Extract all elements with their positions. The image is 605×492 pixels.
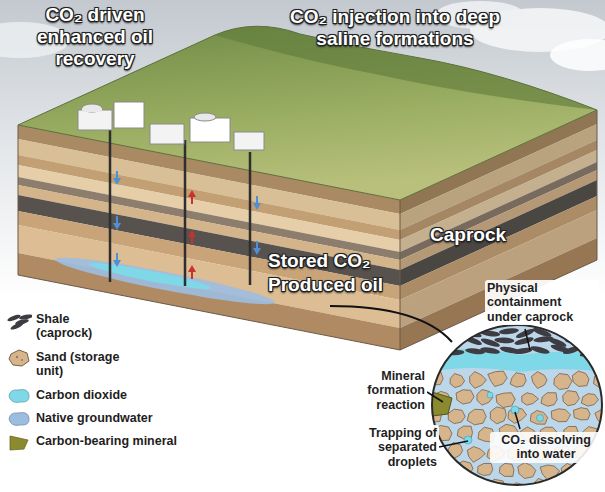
shale-flake (581, 337, 601, 344)
sand-grain (425, 482, 443, 492)
sand-grain (581, 394, 598, 406)
sand-grain (449, 482, 466, 492)
callout-label: CO₂ dissolving into water (490, 432, 602, 463)
sand-grain (563, 391, 580, 406)
shale-flake (426, 330, 447, 339)
shale-flake (494, 337, 514, 344)
sand-icon-dot (16, 356, 18, 358)
flow-arrow (188, 265, 196, 279)
pore-inset (425, 323, 605, 492)
legend-label: Carbon-bearing mineral (36, 434, 177, 448)
illustration-label: CO₂ driven enhanced oil recovery (30, 4, 160, 70)
flow-arrow (113, 216, 121, 230)
flow-arrow (253, 241, 261, 255)
shale-flake (499, 327, 519, 335)
callout-label: Mineral formation reaction (345, 368, 427, 413)
callout-label: Physical containment under caprock (485, 280, 599, 325)
shale-flake (428, 347, 448, 355)
shale-flake (428, 335, 449, 346)
facilities (78, 102, 264, 150)
pore-water (430, 323, 605, 488)
flow-arrow (113, 253, 121, 267)
shale-flake (514, 336, 535, 347)
legend-swatch (6, 310, 32, 330)
co2-droplet (464, 436, 472, 444)
illustration-label: Caprock (430, 224, 506, 246)
sand-grain (499, 463, 514, 476)
legend-swatch (6, 432, 32, 452)
legend-swatch-shape (9, 413, 29, 426)
leader-lines (427, 329, 530, 447)
sand-grain (574, 408, 591, 420)
legend-swatch (6, 386, 32, 406)
legend-label: Shale (caprock) (36, 312, 106, 341)
sand-grain (496, 393, 515, 408)
sand-grain (477, 390, 493, 406)
sand-grain (522, 393, 539, 405)
sand-icon (9, 350, 29, 366)
flow-arrow (188, 230, 196, 244)
sand-grain (510, 373, 526, 387)
illustration-label: Produced oil (268, 274, 383, 296)
shale-flake (567, 329, 588, 337)
sand-grain (554, 374, 572, 390)
shale-flake (582, 328, 603, 340)
sand-grain (490, 407, 506, 424)
sand-grain (572, 371, 589, 386)
illustration-label: Stored CO₂ (268, 250, 370, 272)
illustration-label: CO₂ injection into deep saline formation… (285, 6, 505, 50)
sand-grain (551, 483, 567, 492)
inset-pointer (330, 306, 452, 342)
sand-grain (448, 409, 465, 423)
sand-grain (570, 482, 588, 492)
sand-grain (478, 464, 493, 476)
legend-swatch (6, 409, 32, 429)
sand-grain (518, 463, 536, 479)
well (184, 140, 187, 286)
sand-grain (530, 411, 547, 425)
sand-grain (531, 372, 547, 389)
sand-grain (450, 374, 465, 388)
flow-arrow (113, 171, 121, 185)
co2-droplet (487, 392, 493, 398)
well (249, 152, 252, 285)
sand-grain (470, 483, 485, 492)
shale-flake (480, 346, 501, 355)
sand-grain (604, 463, 605, 479)
sand-grain (456, 390, 474, 404)
legend-label: Carbon dioxide (36, 388, 127, 402)
sand-grain (540, 465, 560, 480)
co2-droplet (537, 415, 544, 422)
shale-icon (10, 321, 25, 330)
shale-flake (444, 331, 464, 337)
sand-grain (584, 463, 602, 477)
sand-grain (541, 393, 557, 407)
inset-outline (432, 325, 602, 485)
callout-label: Trapping of separated droplets (335, 425, 439, 470)
sand-grain (470, 372, 487, 389)
legend-swatch-shape (10, 436, 28, 450)
stored-co2 (88, 259, 212, 293)
sand-grain (592, 481, 605, 492)
flow-arrow (188, 190, 196, 204)
sand-grain (551, 409, 570, 422)
legend-label: Native groundwater (36, 411, 153, 425)
shale-icon (19, 314, 32, 321)
sand-grain (488, 371, 507, 386)
groundwater (53, 251, 276, 312)
shale-flake (530, 345, 551, 356)
sand-grain (467, 409, 486, 425)
legend-label: Sand (storage unit) (36, 350, 146, 379)
well (109, 128, 112, 282)
legend-swatch-shape (9, 390, 29, 403)
legend-swatch (6, 348, 32, 368)
sand-icon-dot (21, 359, 23, 361)
sand-grain (467, 447, 485, 463)
flow-arrow (253, 196, 261, 210)
carbon-mineral (432, 392, 452, 416)
